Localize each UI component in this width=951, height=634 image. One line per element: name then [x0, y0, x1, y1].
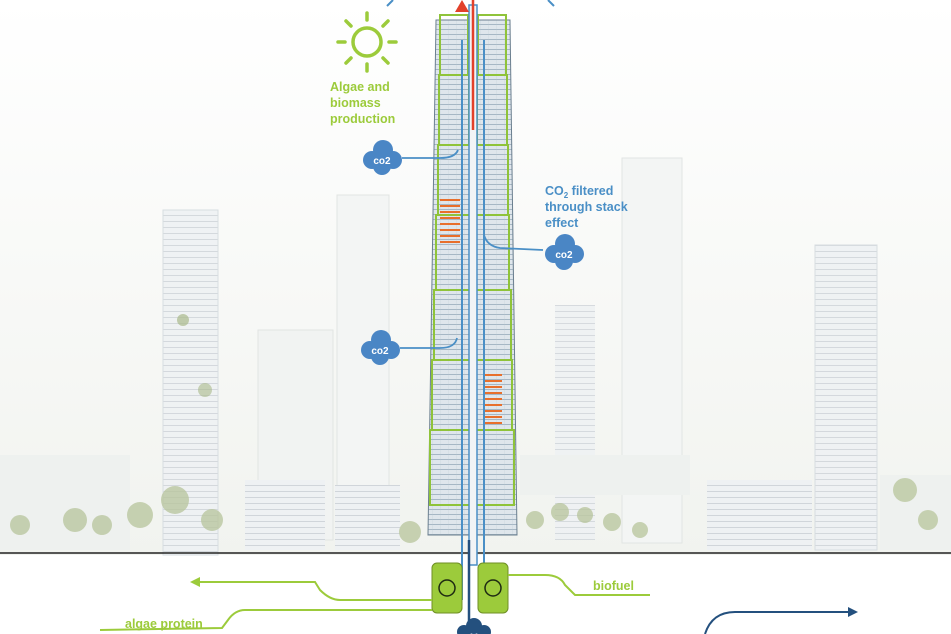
co2-filter-subscript: 2 [564, 191, 569, 200]
arrow-icon [483, 234, 544, 251]
dark-flow [704, 607, 858, 634]
cloud-text-2: co2 [555, 250, 573, 261]
cloud-icon [363, 140, 402, 175]
top-arrows [386, 0, 555, 7]
cloud-icon [457, 618, 491, 634]
bioreactor-right [477, 562, 509, 614]
cloud-icon [545, 234, 584, 270]
orange-fins-upper [440, 199, 460, 243]
sun-icon [336, 11, 398, 73]
arrow-icon [848, 607, 858, 617]
recycle-icon [484, 579, 502, 597]
cloud-text-3: co2 [371, 346, 389, 357]
bg-tower-right [814, 244, 878, 551]
co2-filter-rest: filtered [568, 184, 613, 198]
trees [10, 478, 938, 543]
co2-filter-line3: effect [545, 216, 579, 230]
recycle-icon [438, 579, 456, 597]
bg-low-1 [0, 455, 130, 550]
algae-protein-flow [99, 577, 432, 631]
biofuel-flow [508, 574, 650, 596]
algae-label-line1: Algae and [330, 80, 390, 94]
bg-low-5 [520, 455, 690, 495]
co2-filter-line1: CO2 filtered [545, 184, 613, 200]
orange-fins-lower [483, 374, 502, 424]
bioreactor-left [431, 562, 463, 614]
co2-cloud-1: co2 [363, 140, 459, 175]
co2-cloud-2: co2 [483, 234, 584, 270]
algae-label-line3: production [330, 112, 395, 126]
bg-low-4 [707, 480, 812, 550]
arrow-icon [455, 0, 469, 12]
arrow-icon [190, 577, 200, 587]
cloud-icon [361, 330, 400, 365]
bg-low-2 [245, 480, 325, 550]
co2-filter-line2: through stack [545, 200, 628, 214]
co2-filter-label: CO2 filtered through stack effect [545, 184, 628, 230]
bg-low-3 [335, 485, 400, 550]
algae-protein-label: algae protein [125, 617, 203, 631]
cloud-text-1: co2 [373, 156, 391, 167]
bg-tower-mid [555, 305, 595, 540]
biofuel-label: biofuel [593, 579, 634, 593]
arrow-icon [402, 149, 459, 159]
co2-filter-co: CO [545, 184, 564, 198]
algae-label: Algae and biomass production [330, 80, 395, 126]
arrow-icon [400, 337, 458, 349]
co2-cloud-3: co2 [361, 330, 458, 365]
main-tower [427, 0, 518, 630]
algae-label-line2: biomass [330, 96, 381, 110]
